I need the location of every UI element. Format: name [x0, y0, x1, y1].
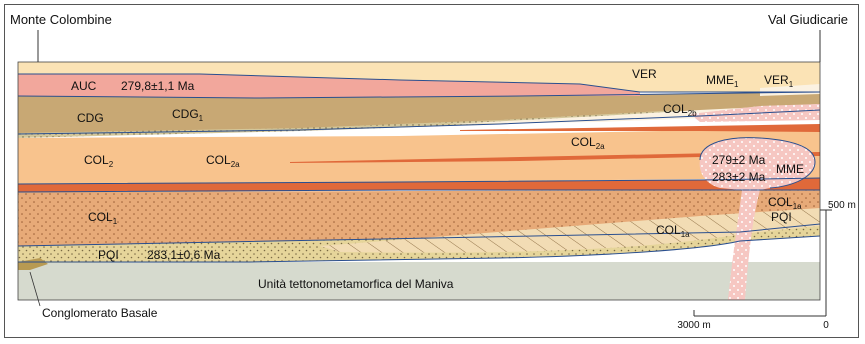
scale-bar: 500 m 3000 m 0	[677, 200, 855, 331]
label-col2a: COL2a	[206, 153, 240, 169]
title-right: Val Giudicarie	[768, 12, 848, 27]
section-outline	[17, 61, 821, 301]
label-mme-age-2: 283±2 Ma	[712, 170, 766, 184]
red-band-upper	[460, 124, 820, 132]
col2-unit	[18, 128, 820, 184]
label-cdg: CDG	[77, 111, 104, 125]
col2b-unit	[450, 104, 820, 124]
ver-unit	[18, 62, 820, 92]
auc-unit	[18, 74, 640, 98]
label-auc: AUC	[71, 79, 97, 93]
col1a-unit	[320, 208, 820, 253]
scale-horizontal-left: 3000 m	[677, 320, 710, 331]
cdg1-unit	[18, 110, 680, 138]
label-col1a-right: COL1a	[768, 195, 802, 211]
label-mme: MME	[776, 162, 804, 176]
label-auc-age: 279,8±1,1 Ma	[121, 79, 195, 93]
label-col2: COL2	[84, 153, 114, 169]
conglomerate-leader	[29, 271, 41, 307]
label-mme1: MME1	[706, 73, 739, 89]
label-pqi-age: 283,1±0,6 Ma	[147, 248, 221, 262]
basement-unit	[18, 262, 820, 300]
label-col2b: COL2b	[663, 102, 697, 118]
label-col2a-right: COL2a	[571, 135, 605, 151]
red-band-middle	[290, 152, 820, 163]
red-band-lower	[18, 178, 820, 192]
scale-vertical-label: 500 m	[828, 200, 856, 211]
title-left: Monte Colombine	[10, 12, 112, 27]
label-cdg1: CDG1	[172, 107, 204, 123]
label-pqi: PQI	[98, 248, 119, 262]
cdg-unit	[18, 92, 820, 134]
label-pqi-right: PQI	[771, 210, 792, 224]
label-col1a: COL1a	[656, 223, 690, 239]
conglomerate-unit	[18, 258, 48, 270]
section-layers	[18, 62, 820, 300]
label-conglomerate: Conglomerato Basale	[42, 306, 158, 320]
label-basement: Unità tettonometamorfica del Maniva	[258, 277, 454, 291]
contact-lines	[17, 73, 821, 263]
figure-frame	[4, 4, 859, 338]
label-mme-age-1: 279±2 Ma	[712, 153, 766, 167]
label-ver1: VER1	[764, 73, 794, 89]
label-ver: VER	[632, 67, 657, 81]
scale-horizontal-right: 0	[823, 320, 829, 331]
label-col1: COL1	[88, 210, 118, 226]
